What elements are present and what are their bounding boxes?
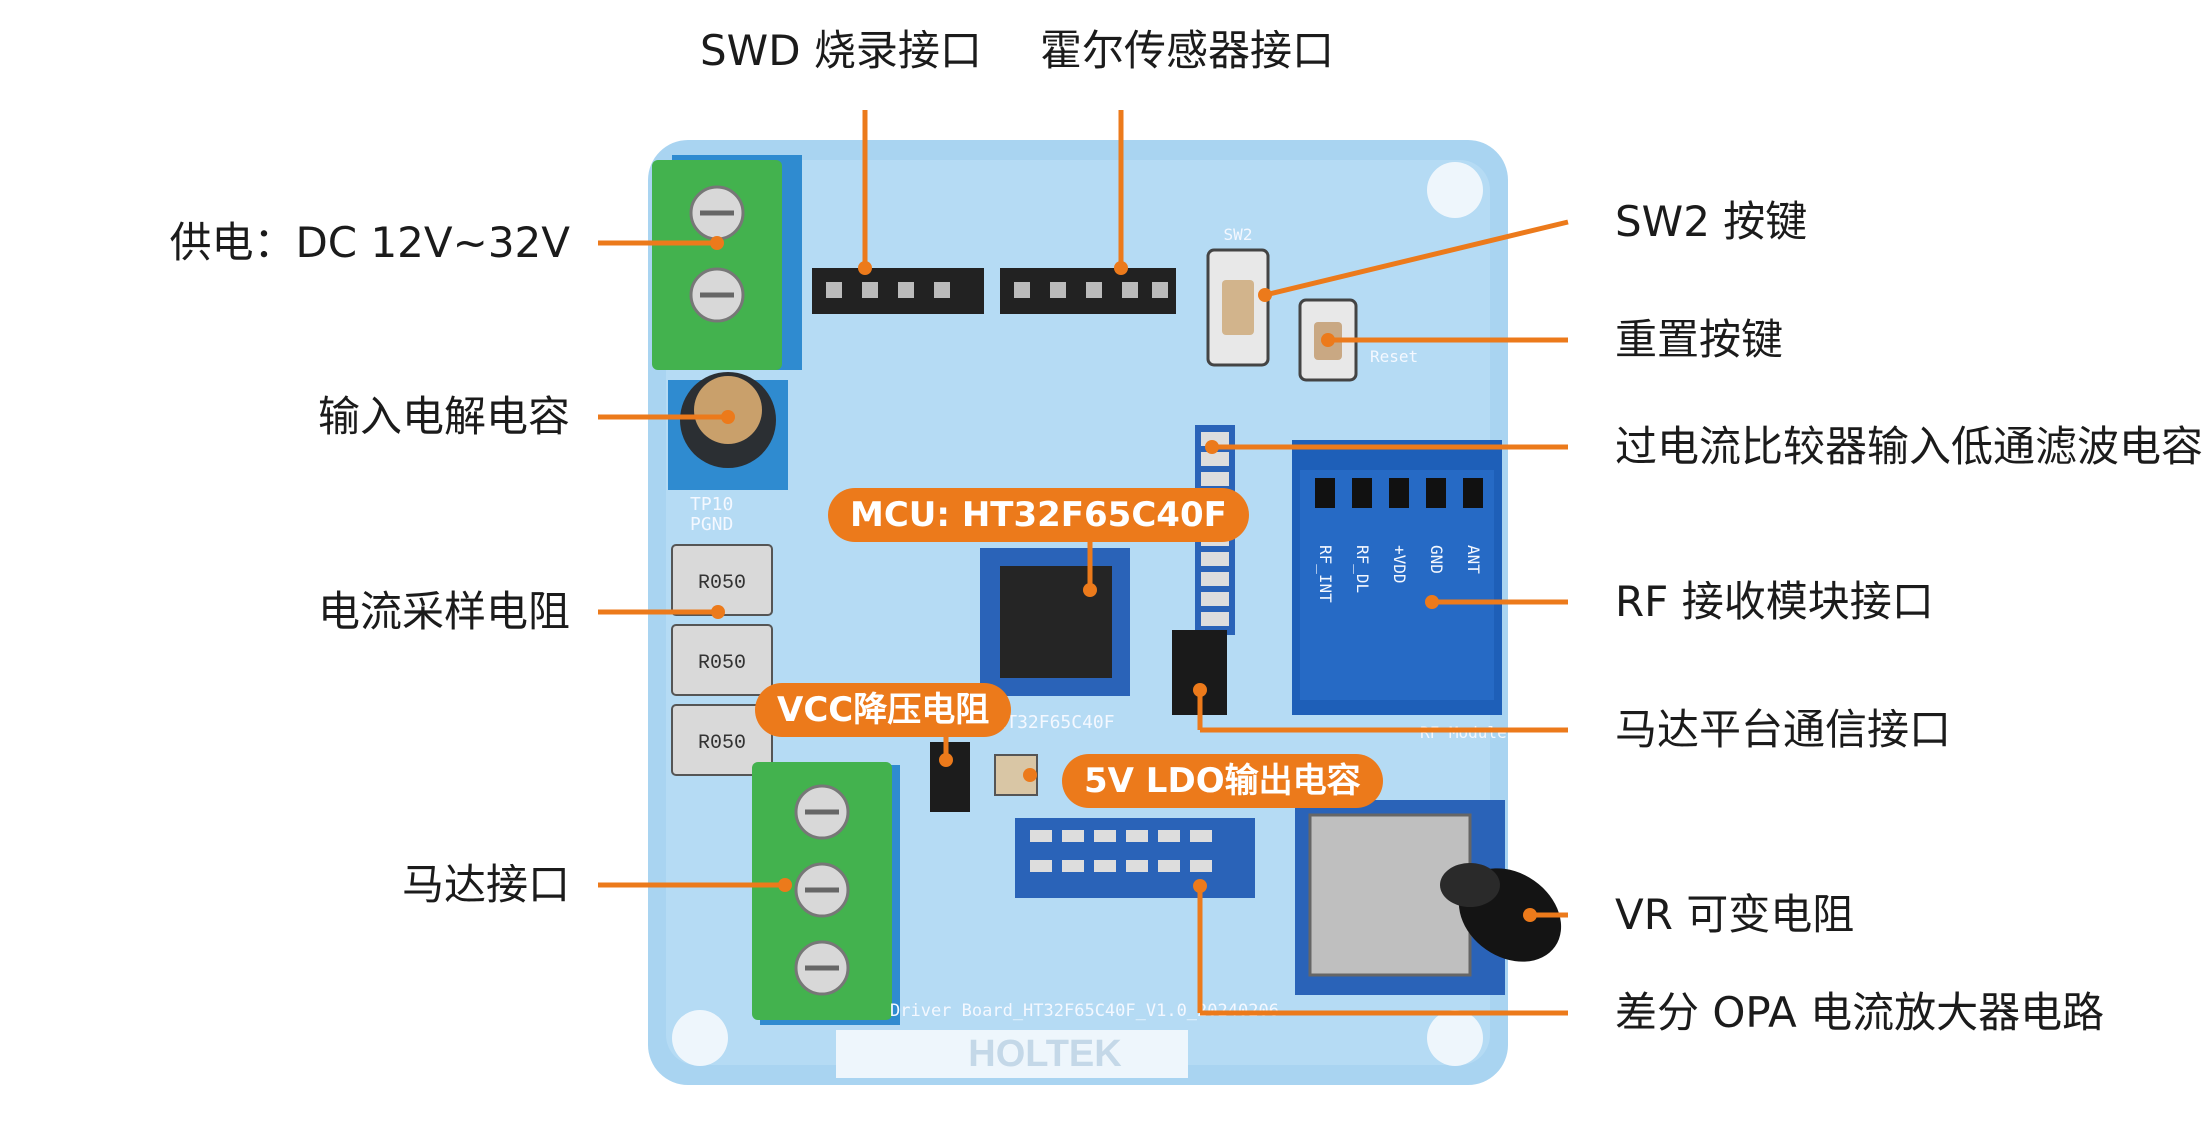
vcc-drop-resistor [930,742,970,812]
shunt-mark: R050 [698,572,746,595]
rf-pin-label: GND [1427,545,1446,574]
reset-silk: Reset [1370,347,1418,366]
mcu-chip [1000,566,1112,678]
tp10-silk: TP10 [690,494,733,515]
shunt-resistors: R050 R050 R050 [671,544,773,776]
label-motor-comm: 马达平台通信接口 [1615,705,1952,754]
sw2-silk: SW2 [1224,225,1253,244]
pill-mcu: MCU: HT32F65C40F [828,488,1249,542]
label-input-cap: 输入电解电容 [317,392,570,441]
rf-pin-label: +VDD [1390,545,1409,584]
mounting-hole [672,1010,728,1066]
mounting-hole [1427,162,1483,218]
label-sw2: SW2 按键 [1615,197,1808,246]
label-reset: 重置按键 [1615,315,1784,364]
label-ocp-filter: 过电流比较器输入低通滤波电容 [1615,422,2204,471]
rf-pin-label: RF_DL [1353,545,1372,593]
shunt-mark: R050 [698,652,746,675]
holtek-logo [836,1030,1188,1078]
label-motor: 马达接口 [401,860,570,909]
shunt-mark: R050 [698,732,746,755]
label-rf: RF 接收模块接口 [1615,577,1934,626]
label-shunt: 电流采样电阻 [317,587,570,636]
rf-pin-label: RF_INT [1316,545,1335,603]
pill-ldo: 5V LDO输出电容 [1062,754,1383,808]
callout-lines [598,110,1569,1016]
pgnd-silk: PGND [690,514,733,535]
label-hall: 霍尔传感器接口 [1040,26,1335,75]
rf-pin-label: ANT [1464,545,1483,574]
pill-vcc-drop: VCC降压电阻 [755,683,1012,737]
label-opa: 差分 OPA 电流放大器电路 [1615,988,2105,1037]
label-power: 供电：DC 12V~32V [169,218,570,267]
power-terminal [652,160,782,370]
mounting-hole [1427,1010,1483,1066]
label-vr: VR 可变电阻 [1615,890,1855,939]
chip-silk: HT32F65C40F [995,712,1114,733]
label-swd: SWD 烧录接口 [700,26,982,75]
holtek-logo-text: HOLTEK [968,1033,1122,1075]
board-id-silk: Driver Board_HT32F65C40F_V1.0_20240206 [890,1001,1279,1021]
